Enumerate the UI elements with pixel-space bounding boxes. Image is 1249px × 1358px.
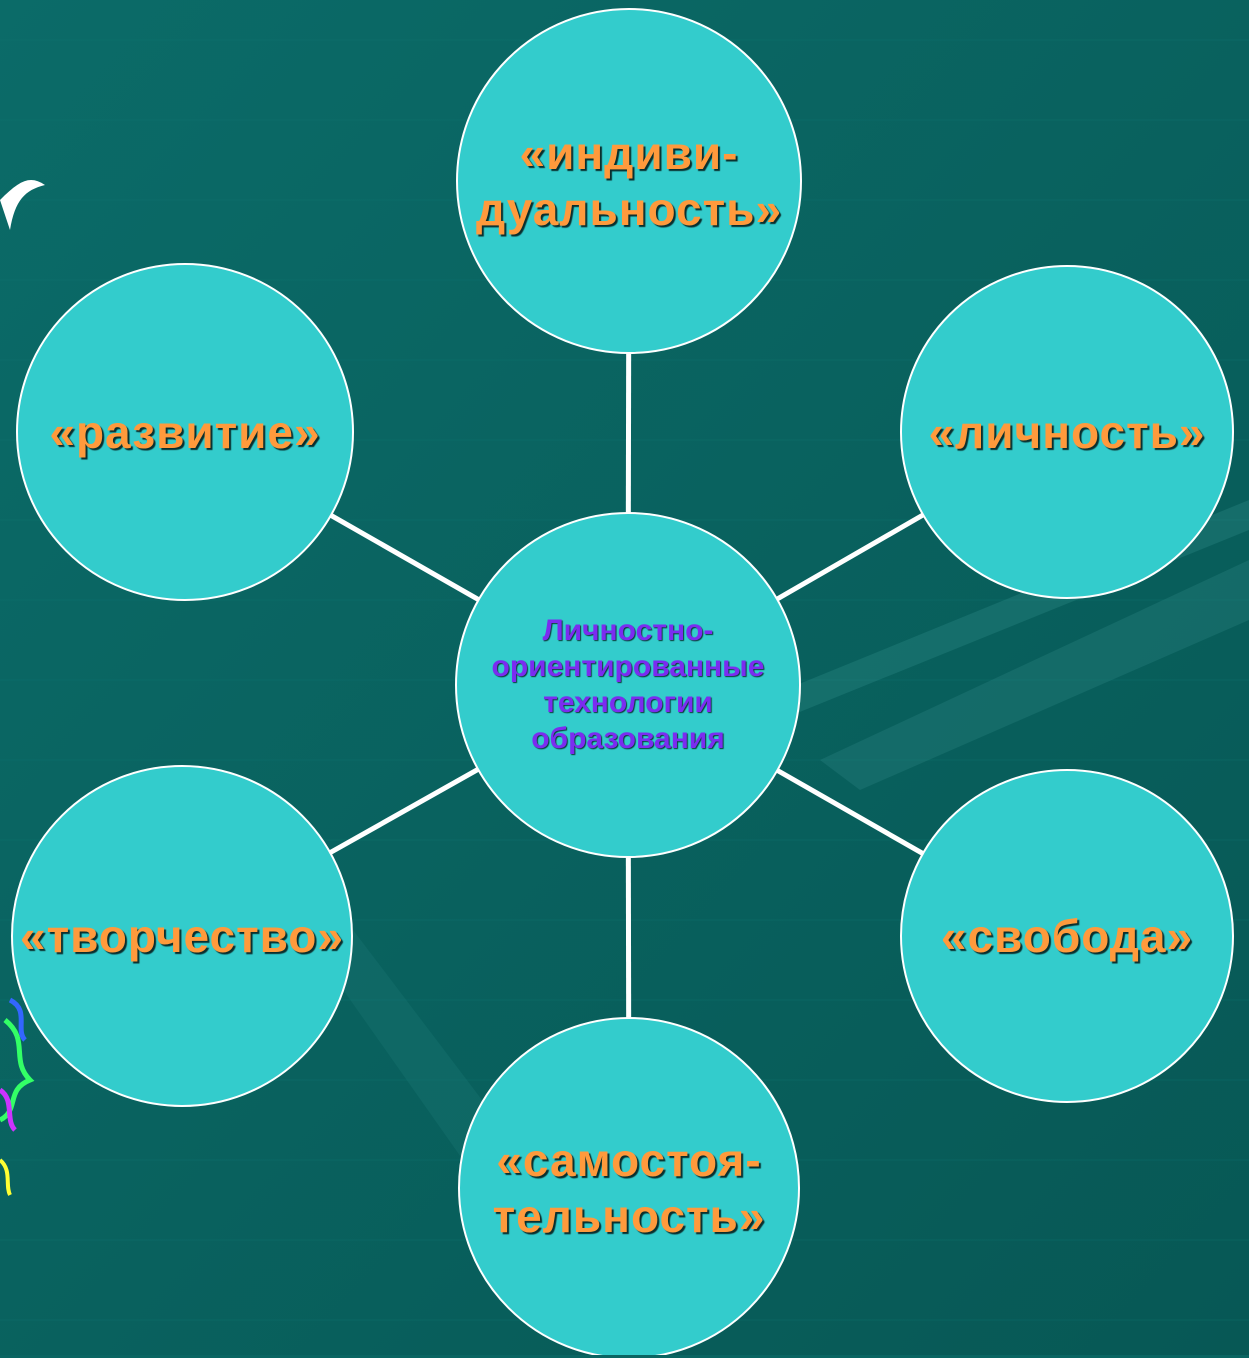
connector-development xyxy=(331,515,479,599)
node-creativity: «творчество» xyxy=(10,768,354,1104)
node-development: «развитие» xyxy=(15,264,355,600)
node-freedom: «свобода» xyxy=(902,768,1232,1104)
node-label-individuality: «индиви- дуальность» xyxy=(476,125,782,237)
node-label-independence: «самостоя- тельность» xyxy=(493,1132,766,1244)
node-individuality: «индиви- дуальность» xyxy=(456,8,802,354)
node-personality: «личность» xyxy=(902,264,1232,600)
node-label-freedom: «свобода» xyxy=(941,908,1193,964)
center-node: Личностно- ориентированные технологии об… xyxy=(455,512,801,858)
connector-freedom xyxy=(777,770,923,853)
node-label-development: «развитие» xyxy=(49,404,320,460)
connector-creativity xyxy=(330,769,478,852)
node-label-creativity: «творчество» xyxy=(20,908,344,964)
center-label: Личностно- ориентированные технологии об… xyxy=(492,613,765,757)
node-label-personality: «личность» xyxy=(928,404,1205,460)
connector-personality xyxy=(777,515,923,599)
node-independence: «самостоя- тельность» xyxy=(456,1018,802,1358)
